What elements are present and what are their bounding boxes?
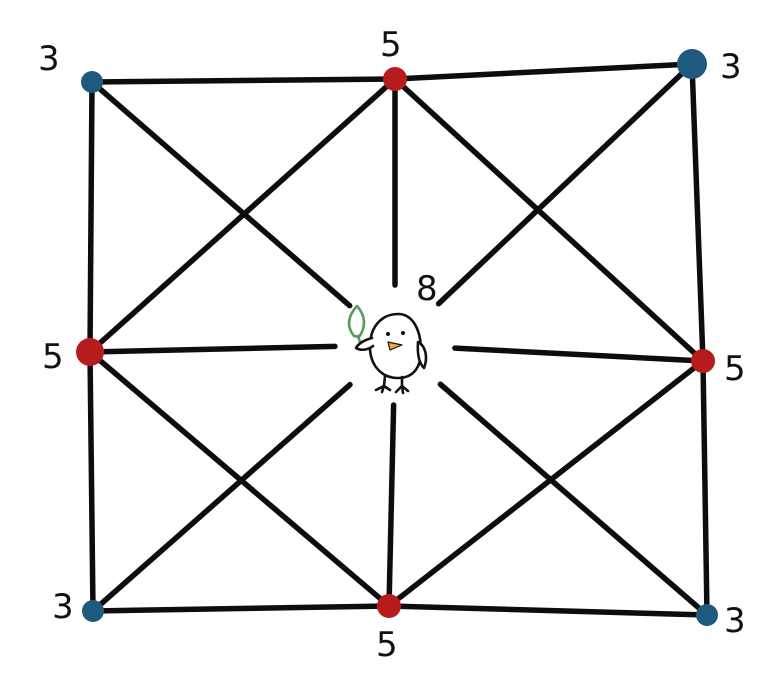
- leaf-icon: [347, 304, 366, 339]
- edge-bottom-mid-mid-right: [386, 358, 706, 609]
- node-label-center: 8: [416, 269, 438, 309]
- node-top-left: [81, 71, 103, 93]
- edge-top-left-center: [89, 79, 353, 309]
- edge-top-right-center: [435, 61, 695, 307]
- graph-edges: [87, 61, 710, 618]
- bird-eye-right: [401, 331, 405, 335]
- edge-bottom-right-center: [437, 381, 710, 618]
- bird-right-foot: [394, 375, 410, 395]
- edge-bottom-mid-center: [386, 402, 397, 609]
- node-bottom-right: [696, 604, 718, 626]
- node-label-mid-left: 5: [42, 337, 64, 377]
- edge-top-mid-top-right: [392, 61, 695, 82]
- node-label-bottom-left: 3: [52, 587, 74, 627]
- node-labels: 3 5 3 5 8 5 3 5 3: [38, 25, 746, 665]
- node-mid-left: [76, 338, 104, 366]
- edge-mid-right-center: [452, 345, 706, 364]
- graph-nodes: [76, 49, 718, 626]
- node-label-top-mid: 5: [380, 25, 402, 65]
- bird-beak: [387, 341, 403, 351]
- node-top-right: [677, 49, 707, 79]
- node-label-mid-right: 5: [724, 349, 746, 389]
- edge-bottom-left-bottom-mid: [90, 603, 392, 614]
- edge-top-left-mid-left: [87, 79, 95, 355]
- edge-top-mid-mid-left: [87, 76, 398, 355]
- node-bottom-mid: [377, 594, 401, 618]
- edge-mid-right-bottom-right: [700, 358, 710, 618]
- node-label-top-left: 3: [38, 39, 60, 79]
- bird-left-wing: [354, 336, 375, 352]
- edge-top-left-top-mid: [89, 76, 398, 85]
- node-label-bottom-right: 3: [724, 601, 746, 641]
- edge-bottom-mid-mid-left: [87, 349, 392, 609]
- edge-bottom-left-center: [90, 381, 353, 614]
- edge-top-right-mid-right: [689, 61, 706, 364]
- node-top-mid: [383, 67, 407, 91]
- node-label-bottom-mid: 5: [376, 625, 398, 665]
- edge-bottom-mid-bottom-right: [386, 603, 710, 618]
- bird-eye-left: [386, 332, 390, 336]
- edge-top-mid-mid-right: [392, 76, 706, 364]
- node-bottom-left: [82, 600, 104, 622]
- node-label-top-right: 3: [720, 47, 742, 87]
- bird-holding-leaf-icon: [347, 304, 428, 395]
- bird-left-foot: [374, 374, 392, 394]
- bird-right-wing: [416, 340, 428, 370]
- edge-mid-left-bottom-left: [87, 349, 96, 614]
- edge-mid-left-center: [87, 343, 338, 355]
- node-mid-right: [691, 349, 715, 373]
